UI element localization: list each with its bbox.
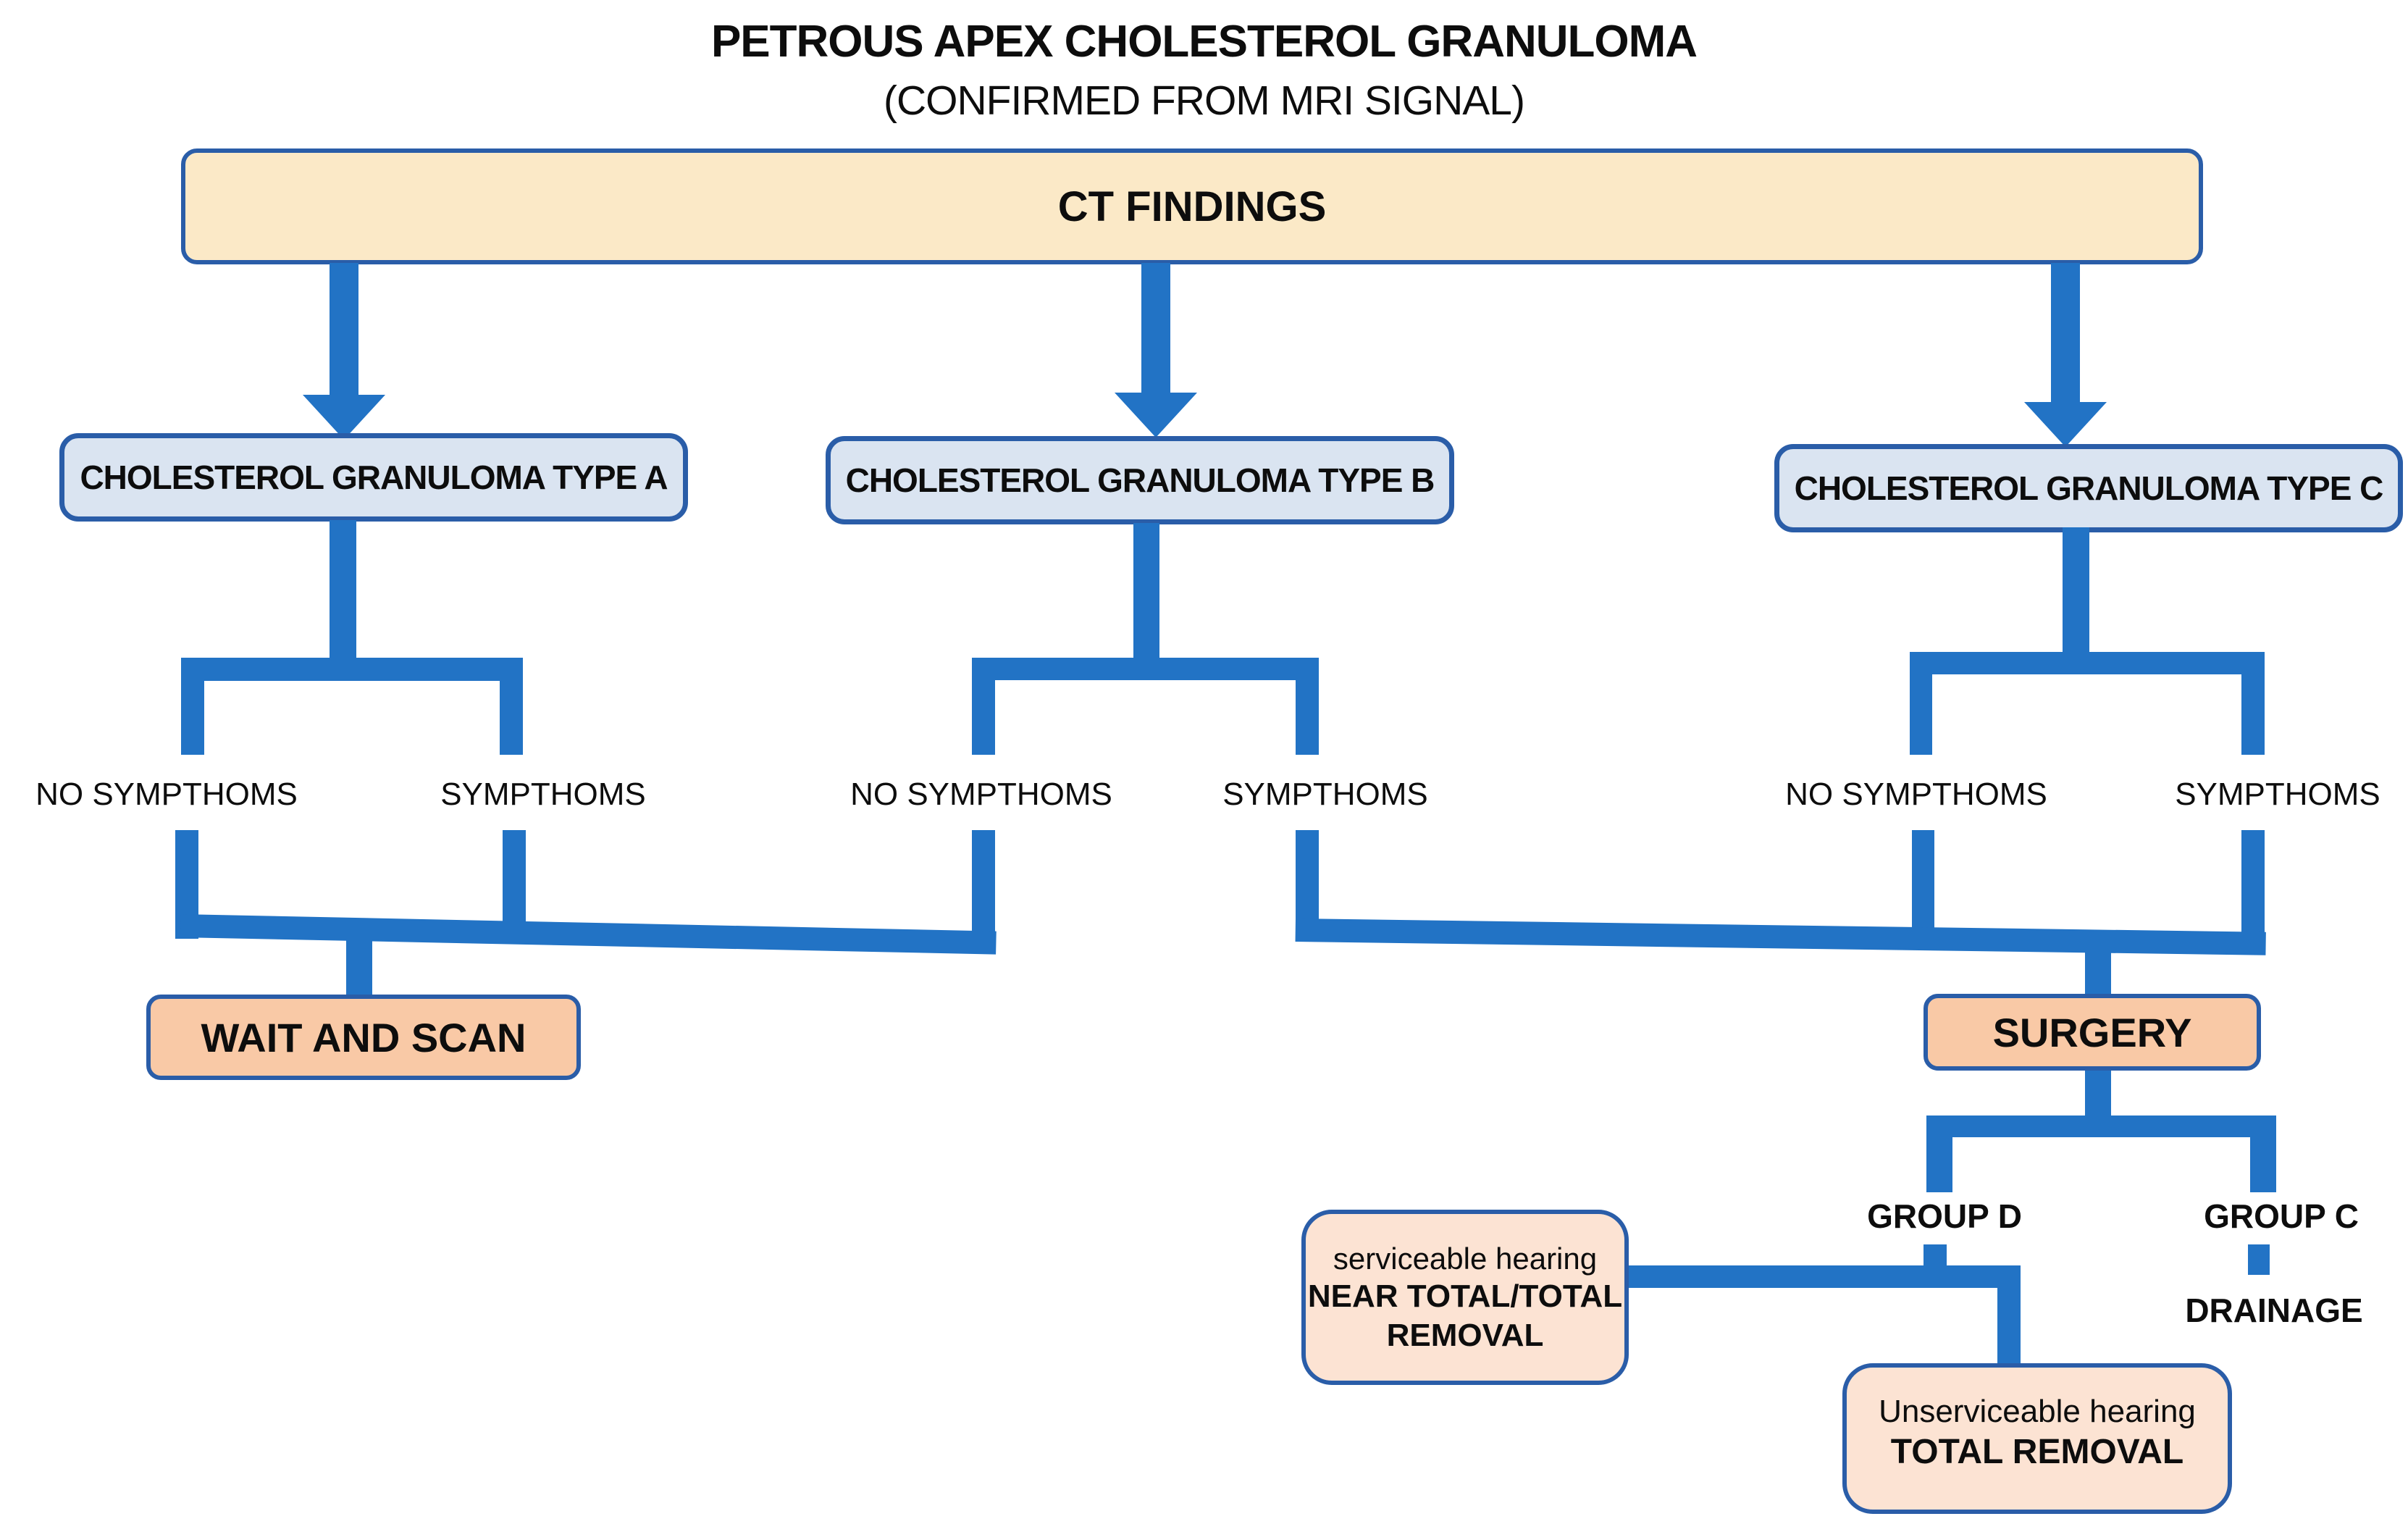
node-type-c-label: CHOLESTEROL GRANULOMA TYPE C bbox=[1794, 469, 2384, 507]
node-ct-findings: CT FINDINGS bbox=[181, 148, 2203, 264]
node-type-a-label: CHOLESTEROL GRANULOMA TYPE A bbox=[80, 459, 668, 496]
branch-label-type-b-no-symptoms: NO SYMPTHOMS bbox=[850, 777, 1112, 812]
connector-type-a-stub bbox=[330, 520, 356, 661]
connector-surgery-split-bar bbox=[1926, 1115, 2276, 1137]
connector-group-c-stub bbox=[2248, 1244, 2270, 1275]
node-type-a: CHOLESTEROL GRANULOMA TYPE A bbox=[59, 433, 688, 522]
branch-label-type-b-symptoms: SYMPTHOMS bbox=[1222, 777, 1428, 812]
node-wait-and-scan-label: WAIT AND SCAN bbox=[201, 1014, 527, 1060]
connector-group-d-leg bbox=[1926, 1115, 1952, 1192]
node-wait-and-scan: WAIT AND SCAN bbox=[146, 995, 581, 1080]
connector-serviceable-bar bbox=[1609, 1265, 2021, 1288]
connector-ct-to-type-b-shaft bbox=[1141, 263, 1170, 395]
connector-ct-to-type-a-shaft bbox=[330, 263, 358, 399]
node-unserviceable-hearing: Unserviceable hearing TOTAL REMOVAL bbox=[1842, 1363, 2232, 1514]
connector-type-b-right-leg bbox=[1296, 658, 1319, 755]
connector-type-b-split-bar bbox=[972, 658, 1319, 680]
arrowhead-type-b-icon bbox=[1115, 393, 1197, 438]
connector-c-yes-down bbox=[2241, 830, 2265, 943]
near-total-removal-text-line2: REMOVAL bbox=[1386, 1317, 1544, 1353]
branch-label-type-a-no-symptoms: NO SYMPTHOMS bbox=[35, 777, 298, 812]
diagram-subtitle: (CONFIRMED FROM MRI SIGNAL) bbox=[884, 78, 1525, 124]
connector-merge-bar-wait bbox=[180, 914, 997, 955]
connector-type-c-stub bbox=[2063, 527, 2089, 661]
node-type-c: CHOLESTEROL GRANULOMA TYPE C bbox=[1774, 444, 2403, 532]
arrowhead-type-c-icon bbox=[2024, 402, 2107, 447]
connector-surgery-stub bbox=[2085, 1071, 2111, 1118]
connector-type-c-right-leg bbox=[2241, 652, 2265, 755]
diagram-title: PETROUS APEX CHOLESTEROL GRANULOMA bbox=[710, 17, 1698, 67]
connector-b-no-down bbox=[972, 830, 995, 939]
connector-drop-to-wait bbox=[346, 931, 372, 997]
connector-type-c-left-leg bbox=[1910, 652, 1932, 755]
connector-ct-to-type-c-shaft bbox=[2051, 263, 2080, 403]
connector-type-c-split-bar bbox=[1910, 652, 2265, 674]
connector-type-b-stub bbox=[1133, 523, 1159, 661]
node-type-b-label: CHOLESTEROL GRANULOMA TYPE B bbox=[845, 461, 1435, 499]
node-surgery: SURGERY bbox=[1924, 994, 2261, 1071]
connector-type-a-left-leg bbox=[181, 658, 204, 755]
node-ct-findings-label: CT FINDINGS bbox=[1057, 183, 1327, 230]
branch-label-type-c-symptoms: SYMPTHOMS bbox=[2175, 777, 2380, 812]
node-type-b: CHOLESTEROL GRANULOMA TYPE B bbox=[826, 436, 1454, 524]
label-group-c: GROUP C bbox=[2204, 1197, 2359, 1235]
near-total-removal-text-line1: NEAR TOTAL/TOTAL bbox=[1307, 1278, 1623, 1314]
label-drainage: DRAINAGE bbox=[2185, 1292, 2363, 1329]
connector-type-b-left-leg bbox=[972, 658, 995, 755]
connector-group-c-leg bbox=[2250, 1115, 2276, 1192]
connector-drop-to-surgery bbox=[2085, 942, 2111, 997]
connector-drop-to-unserviceable bbox=[1997, 1288, 2021, 1365]
arrowhead-type-a-icon bbox=[303, 395, 385, 440]
node-serviceable-hearing: serviceable hearing NEAR TOTAL/TOTAL REM… bbox=[1301, 1210, 1629, 1385]
connector-type-a-right-leg bbox=[500, 658, 523, 755]
label-group-d: GROUP D bbox=[1867, 1197, 2022, 1235]
connector-merge-bar-surgery bbox=[1295, 918, 2266, 955]
total-removal-text: TOTAL REMOVAL bbox=[1890, 1432, 2184, 1471]
connector-c-no-down bbox=[1912, 830, 1934, 939]
connector-type-a-split-bar bbox=[181, 658, 523, 681]
branch-label-type-c-no-symptoms: NO SYMPTHOMS bbox=[1785, 777, 2047, 812]
unserviceable-hearing-text: Unserviceable hearing bbox=[1879, 1394, 2196, 1429]
branch-label-type-a-symptoms: SYMPTHOMS bbox=[440, 777, 646, 812]
node-surgery-label: SURGERY bbox=[1992, 1009, 2192, 1055]
serviceable-hearing-text: serviceable hearing bbox=[1333, 1241, 1598, 1276]
